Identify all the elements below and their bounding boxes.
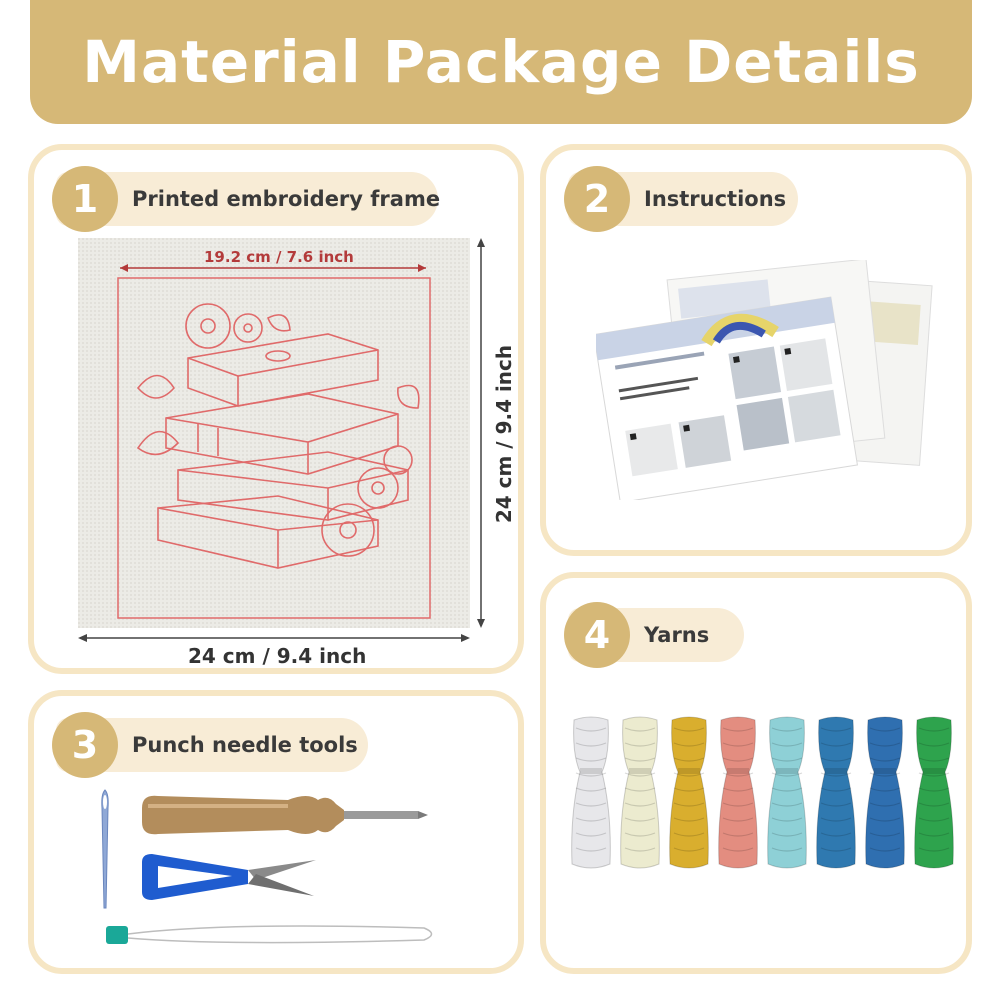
section-pill-1: 1 Printed embroidery frame: [52, 166, 441, 232]
yarn-bundle: [669, 716, 709, 869]
section-number-4: 4: [564, 602, 630, 668]
needle-icon: [101, 789, 109, 909]
height-label: 24 cm / 9.4 inch: [492, 344, 516, 524]
section-label-1: Printed embroidery frame: [132, 187, 441, 211]
width-label: 24 cm / 9.4 inch: [188, 644, 367, 668]
yarn-bundles: [566, 714, 960, 874]
section-pill-2: 2 Instructions: [564, 166, 798, 232]
yarn-bundle: [816, 716, 856, 869]
page-title: Material Package Details: [82, 28, 920, 96]
yarn-bundle: [914, 716, 954, 869]
threader-icon: [106, 925, 433, 944]
width-arrow: [78, 634, 470, 642]
yarn-bundle: [767, 716, 807, 869]
section-label-3: Punch needle tools: [132, 733, 358, 757]
yarn-bundle: [718, 716, 758, 869]
thread-snips-icon: [142, 854, 316, 900]
embroidery-frame-image: [78, 238, 470, 628]
card-embroidery-frame: 1 Printed embroidery frame: [28, 144, 524, 674]
section-label-2: Instructions: [644, 187, 787, 211]
section-number-1: 1: [52, 166, 118, 232]
instructions-sheets-image: [596, 260, 933, 500]
section-number-2: 2: [564, 166, 630, 232]
card-yarns: 4 Yarns: [540, 572, 972, 974]
yarn-bundle: [571, 716, 611, 869]
section-pill-4: 4 Yarns: [564, 602, 744, 668]
section-label-4: Yarns: [644, 623, 710, 647]
section-number-3: 3: [52, 712, 118, 778]
section-pill-3: 3 Punch needle tools: [52, 712, 368, 778]
card-instructions: 2 Instructions: [540, 144, 972, 556]
card-punch-needle-tools: 3 Punch needle tools: [28, 690, 524, 974]
yarn-bundle: [620, 716, 660, 869]
header-banner: Material Package Details: [30, 0, 972, 124]
punch-needle-pen-icon: [142, 795, 428, 835]
yarn-bundle: [865, 716, 905, 869]
inner-width-label: 19.2 cm / 7.6 inch: [204, 248, 354, 266]
height-arrow: [477, 238, 485, 628]
